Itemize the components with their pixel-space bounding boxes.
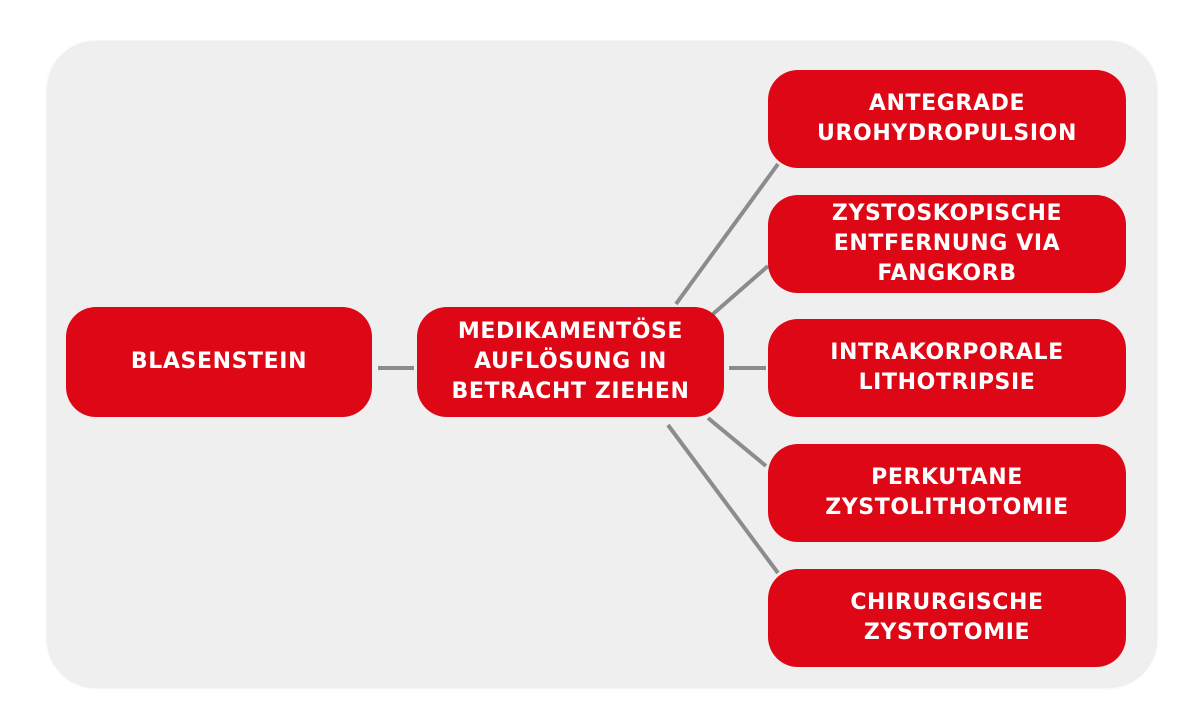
connector-center-option-2 bbox=[711, 264, 770, 316]
option-node-antegrade-urohydropulsion: ANTEGRADE UROHYDROPULSION bbox=[768, 70, 1126, 168]
connector-center-option-1 bbox=[674, 162, 780, 306]
option-node-zystoskopische-entfernung: ZYSTOSKOPISCHE ENTFERNUNG VIA FANGKORB bbox=[768, 195, 1126, 293]
connector-center-option-4 bbox=[706, 416, 768, 468]
root-node-blasenstein: BLASENSTEIN bbox=[66, 307, 372, 417]
option-node-perkutane-zystolithotomie: PERKUTANE ZYSTOLITHOTOMIE bbox=[768, 444, 1126, 542]
option-node-chirurgische-zystotomie: CHIRURGISCHE ZYSTOTOMIE bbox=[768, 569, 1126, 667]
center-node-medikamentoese-aufloesung: MEDIKAMENTÖSE AUFLÖSUNG IN BETRACHT ZIEH… bbox=[417, 307, 724, 417]
option-node-intrakorporale-lithotripsie: INTRAKORPORALE LITHOTRIPSIE bbox=[768, 319, 1126, 417]
connector-center-option-5 bbox=[666, 423, 780, 575]
